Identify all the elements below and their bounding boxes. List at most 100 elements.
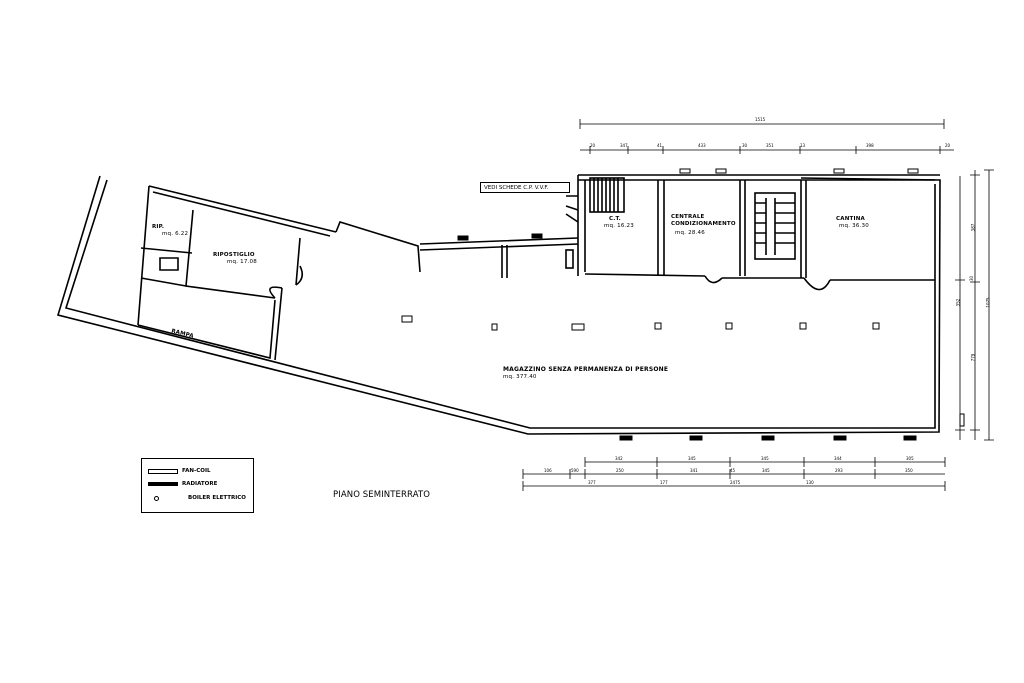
door-arc-3	[269, 286, 283, 299]
room-ripostiglio-name: RIPOSTIGLIO	[213, 252, 255, 258]
dim-right-outer-label: 1075	[985, 297, 991, 308]
dim-right-mid	[955, 176, 965, 440]
boiler-box	[565, 249, 574, 269]
stair-left	[589, 177, 625, 213]
radiator-symbol-icon	[148, 482, 178, 486]
radiator	[619, 435, 633, 441]
dim-right-inner-a-label: 387	[970, 223, 976, 232]
storeroom-east	[274, 237, 301, 361]
door-arc-2	[803, 277, 831, 291]
room-ct-name: C.T.	[609, 216, 621, 222]
dim-bottom-total	[522, 481, 946, 491]
room-ripostiglio-area: mq. 17.08	[227, 259, 257, 265]
fan-coil	[715, 168, 727, 174]
dim-top-2: 41	[657, 143, 663, 148]
pillar	[872, 322, 880, 330]
dim-top-total	[579, 119, 945, 129]
room-centrale-name: CENTRALE CONDIZIONAMENTO	[671, 214, 736, 227]
room-ct-area: mq. 16.23	[604, 223, 634, 229]
stair-right-treads	[755, 202, 795, 244]
dim-top-4: 30	[742, 143, 748, 148]
dim-right-mid-label: 352	[955, 298, 961, 307]
partition-cantina	[800, 180, 807, 278]
outer-wall-west	[56, 175, 941, 435]
rampa-line	[137, 299, 276, 360]
plant-rooms-north	[578, 174, 940, 181]
room-rip-area: mq. 6.22	[162, 231, 189, 237]
stair-right-core	[765, 198, 776, 255]
dim-right-outer	[984, 169, 994, 441]
dim-bottom2-5: 345	[762, 468, 770, 473]
dim-bottom-row1	[584, 457, 946, 467]
radiator	[761, 435, 775, 441]
room-magazzino-area: mq. 377.40	[503, 374, 537, 380]
legend-row-boiler: BOILER ELETTRICO	[148, 494, 246, 502]
dim-top-7: 398	[866, 143, 874, 148]
dim-bottom2-6: 293	[835, 468, 843, 473]
dim-top-5: 351	[766, 143, 774, 148]
dim-top-3: 433	[698, 143, 706, 148]
room-rip: RIP.	[152, 224, 164, 230]
pillar	[799, 322, 807, 330]
dim-right-low-label: 779	[970, 353, 976, 362]
dim-bottom1-3: 344	[834, 456, 842, 461]
dim-bottom1-1: 345	[688, 456, 696, 461]
dim-bottom-short-1: 177	[660, 480, 668, 485]
partition-rip	[140, 247, 193, 271]
pillar	[491, 323, 498, 331]
radiator	[531, 233, 543, 239]
pillar	[401, 315, 413, 323]
fan-coil	[959, 413, 965, 427]
dim-bottom1-2: 345	[761, 456, 769, 461]
legend-label-fan-coil: FAN-COIL	[182, 468, 211, 474]
radiator	[689, 435, 703, 441]
dim-bottom2-7: 350	[905, 468, 913, 473]
legend-label-radiatore: RADIATORE	[182, 481, 218, 487]
dim-bottom2-3: 341	[690, 468, 698, 473]
north-corridor-wall	[419, 237, 579, 251]
dim-top-total-label: 1515	[755, 117, 766, 122]
radiator	[833, 435, 847, 441]
fan-coil	[833, 168, 845, 174]
pillar	[571, 323, 585, 331]
legend-box: FAN-COIL RADIATORE BOILER ELETTRICO	[141, 458, 254, 513]
room-cantina-area: mq. 36.30	[839, 223, 869, 229]
room-magazzino-name: MAGAZZINO SENZA PERMANENZA DI PERSONE	[503, 366, 669, 373]
radiator	[903, 435, 917, 441]
dim-right-inner	[970, 170, 980, 440]
dim-bottom2-4: 45	[730, 468, 736, 473]
legend-label-boiler: BOILER ELETTRICO	[188, 495, 246, 501]
fire-safety-note: VEDI SCHEDE C.P. V.V.F.	[480, 182, 570, 193]
radiator	[457, 235, 469, 241]
dim-bottom2-2: 250	[616, 468, 624, 473]
stair-left-flight	[565, 195, 579, 223]
dim-top-8: 20	[945, 143, 951, 148]
dim-bottom1-0: 342	[615, 456, 623, 461]
dim-right-inner-b-label: 30	[969, 275, 975, 282]
stair-right	[754, 192, 796, 260]
dim-top-6: 13	[800, 143, 806, 148]
partition-stair	[739, 180, 746, 276]
dim-bottom2-0: 106	[544, 468, 552, 473]
legend-row-radiatore: RADIATORE	[148, 480, 217, 488]
boiler-symbol-icon	[154, 495, 159, 501]
dim-top-0: 20	[590, 143, 596, 148]
storage-inner	[140, 191, 331, 299]
dim-top-1: 347	[620, 143, 628, 148]
dim-top-row	[580, 146, 954, 154]
stair-left-treads	[593, 178, 619, 212]
fan-coil-symbol-icon	[148, 468, 178, 474]
pillar	[654, 322, 662, 330]
plant-rooms-west	[577, 175, 586, 276]
room-centrale-area: mq. 28.46	[675, 230, 705, 236]
legend-row-fan-coil: FAN-COIL	[148, 467, 211, 475]
stub-wall	[501, 245, 508, 278]
plant-rooms-south	[584, 273, 935, 281]
fan-coil	[679, 168, 691, 174]
partition-ct	[657, 180, 665, 276]
storage-block-wall	[137, 185, 421, 326]
dim-bottom1-4: 305	[906, 456, 914, 461]
dim-bottom-row2	[522, 469, 945, 479]
pillar	[725, 322, 733, 330]
